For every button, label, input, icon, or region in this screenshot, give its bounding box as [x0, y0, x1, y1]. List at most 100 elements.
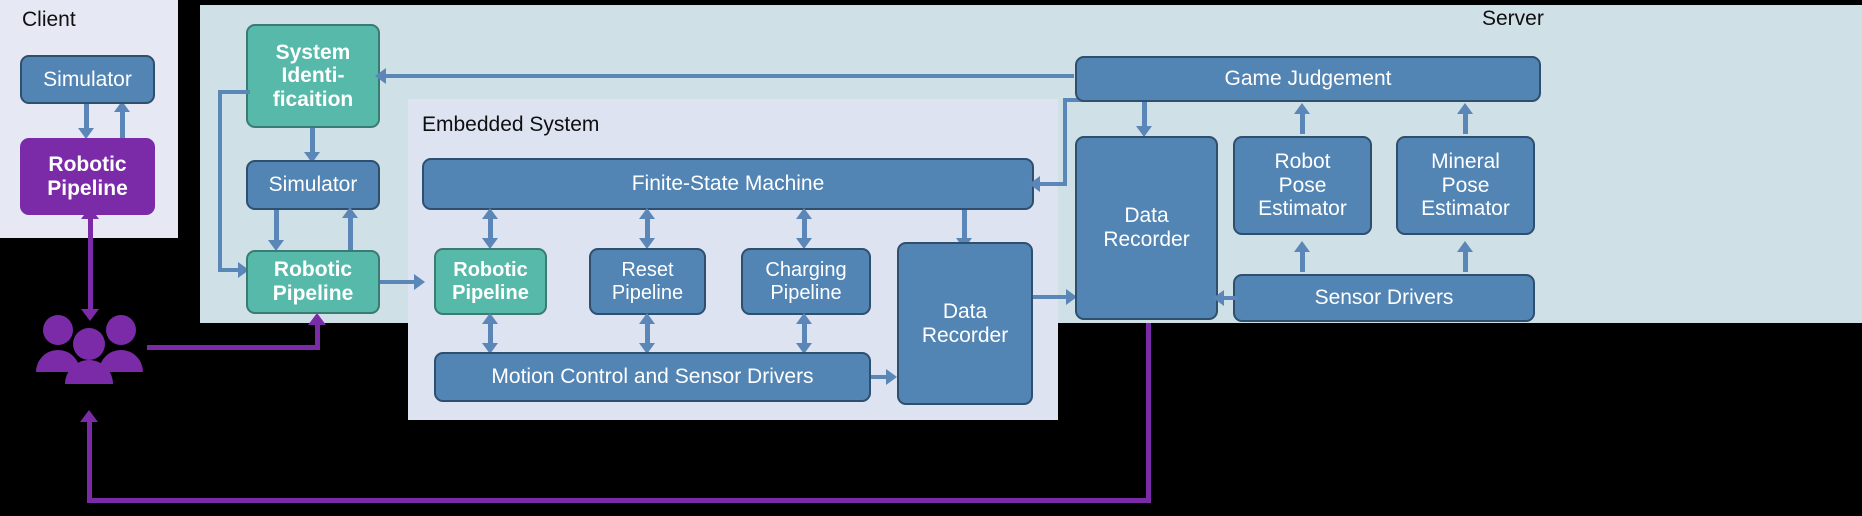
- arrowhead-up-icon: [1294, 103, 1310, 114]
- connector-reset-motion: [645, 321, 650, 345]
- connector-judgement-to-fsm-v: [1063, 98, 1067, 186]
- connector-client-sim-to-pipeline: [84, 104, 89, 130]
- node-robot-pose-estimator[interactable]: Robot Pose Estimator: [1233, 136, 1372, 235]
- connector-users-to-server-pipeline-h: [147, 345, 320, 350]
- connector-sysid-loop-vertical: [218, 90, 222, 272]
- arrowhead-down-icon: [796, 238, 812, 249]
- connector-recorder-to-users-v: [1146, 323, 1151, 503]
- node-label: Data Recorder: [921, 299, 1009, 347]
- node-label: Robotic Pipeline: [47, 152, 128, 200]
- node-client-simulator[interactable]: Simulator: [20, 55, 155, 104]
- connector-fsm-reset: [645, 216, 650, 240]
- connector-users-to-server-pipeline-v: [315, 322, 320, 350]
- connector-sysid-loop-top: [218, 90, 250, 94]
- arrowhead-down-icon: [304, 152, 320, 163]
- connector-sysid-to-simulator: [310, 128, 315, 154]
- arrowhead-up-icon: [1457, 241, 1473, 252]
- connector-simulator-to-pipeline: [274, 210, 279, 242]
- connector-sensors-to-robot-estimator: [1300, 250, 1305, 272]
- arrowhead-up-icon: [114, 101, 130, 112]
- arrowhead-right-icon: [238, 262, 249, 278]
- server-panel-label: Server: [1482, 7, 1544, 30]
- node-label: Reset Pipeline: [611, 259, 684, 304]
- node-sensor-drivers[interactable]: Sensor Drivers: [1233, 274, 1535, 322]
- node-motion-control-and-sensor-drivers[interactable]: Motion Control and Sensor Drivers: [434, 352, 871, 402]
- node-server-simulator[interactable]: Simulator: [246, 160, 380, 210]
- node-client-robotic-pipeline[interactable]: Robotic Pipeline: [20, 138, 155, 215]
- connector-sensors-to-mineral-estimator: [1463, 250, 1468, 272]
- connector-motion-to-recorder: [871, 375, 891, 379]
- node-label: Simulator: [268, 173, 358, 197]
- connector-judgement-to-fsm-top: [1063, 98, 1085, 102]
- node-label: Motion Control and Sensor Drivers: [491, 365, 814, 389]
- arrowhead-down-icon: [639, 238, 655, 249]
- node-label: Robotic Pipeline: [272, 258, 354, 305]
- node-label: Simulator: [43, 67, 132, 91]
- node-label: Data Recorder: [1103, 204, 1190, 251]
- arrowhead-down-icon: [482, 238, 498, 249]
- node-game-judgement[interactable]: Game Judgement: [1075, 56, 1541, 102]
- node-label: System Identi- ficaition: [272, 40, 354, 111]
- connector-recorder-to-users-up: [87, 418, 92, 500]
- connector-judgement-to-sysid: [384, 74, 1074, 78]
- connector-embedded-recorder-to-server-recorder: [1033, 295, 1073, 299]
- node-label: Robotic Pipeline: [452, 259, 529, 304]
- arrowhead-up-icon: [80, 410, 98, 422]
- arrowhead-down-icon: [1136, 126, 1152, 137]
- arrowhead-up-icon: [482, 208, 498, 219]
- arrowhead-up-icon: [796, 313, 812, 324]
- node-finite-state-machine[interactable]: Finite-State Machine: [422, 158, 1034, 210]
- arrowhead-up-icon: [308, 313, 326, 325]
- node-label: Game Judgement: [1224, 67, 1392, 91]
- connector-recorder-to-users-h: [87, 498, 1151, 503]
- arrowhead-down-icon: [639, 343, 655, 354]
- node-mineral-pose-estimator[interactable]: Mineral Pose Estimator: [1396, 136, 1535, 235]
- arrowhead-left-icon: [1029, 176, 1040, 192]
- connector-fsm-robotic: [488, 216, 493, 240]
- node-label: Sensor Drivers: [1314, 286, 1454, 310]
- connector-fsm-to-data-recorder: [962, 210, 967, 240]
- connector-client-pipeline-to-sim: [120, 110, 125, 138]
- connector-judgement-to-recorder: [1142, 102, 1147, 128]
- arrowhead-up-icon: [1457, 103, 1473, 114]
- users-icon: [32, 312, 147, 384]
- node-server-data-recorder[interactable]: Data Recorder: [1075, 136, 1218, 320]
- arrowhead-down-icon: [78, 128, 94, 139]
- connector-sysid-loop-bottom: [218, 268, 240, 272]
- node-server-robotic-pipeline[interactable]: Robotic Pipeline: [246, 250, 380, 314]
- client-panel-label: Client: [22, 8, 76, 31]
- node-system-identification[interactable]: System Identi- ficaition: [246, 24, 380, 128]
- connector-robot-estimator-to-judgement: [1300, 112, 1305, 134]
- arrowhead-left-icon: [1213, 290, 1224, 306]
- connector-mineral-estimator-to-judgement: [1463, 112, 1468, 134]
- node-embedded-data-recorder[interactable]: Data Recorder: [897, 242, 1033, 405]
- connector-pipeline-to-simulator: [348, 216, 353, 250]
- arrowhead-left-icon: [375, 68, 386, 84]
- connector-charging-motion: [802, 321, 807, 345]
- arrowhead-right-icon: [414, 274, 425, 290]
- arrowhead-down-icon: [482, 343, 498, 354]
- arrowhead-down-icon: [796, 343, 812, 354]
- node-label: Charging Pipeline: [765, 259, 847, 304]
- embedded-system-label: Embedded System: [422, 113, 600, 136]
- node-embedded-robotic-pipeline[interactable]: Robotic Pipeline: [434, 248, 547, 315]
- connector-client-pipeline-to-users: [88, 215, 93, 313]
- connector-sensors-to-server-recorder: [1224, 296, 1238, 300]
- node-reset-pipeline[interactable]: Reset Pipeline: [589, 248, 706, 315]
- node-charging-pipeline[interactable]: Charging Pipeline: [741, 248, 871, 315]
- arrowhead-up-icon: [796, 208, 812, 219]
- node-label: Finite-State Machine: [631, 172, 825, 196]
- arrowhead-right-icon: [1066, 289, 1077, 305]
- arrowhead-up-icon: [482, 313, 498, 324]
- node-label: Mineral Pose Estimator: [1421, 150, 1510, 221]
- connector-judgement-to-fsm-h: [1040, 182, 1066, 186]
- connector-server-pipeline-to-embedded-pipeline: [380, 280, 418, 284]
- connector-robotic-motion: [488, 321, 493, 345]
- connector-fsm-charging: [802, 216, 807, 240]
- arrowhead-down-icon: [81, 309, 99, 321]
- node-label: Robot Pose Estimator: [1258, 150, 1347, 221]
- arrowhead-right-icon: [886, 369, 897, 385]
- arrowhead-up-icon: [1294, 241, 1310, 252]
- arrowhead-up-icon: [639, 208, 655, 219]
